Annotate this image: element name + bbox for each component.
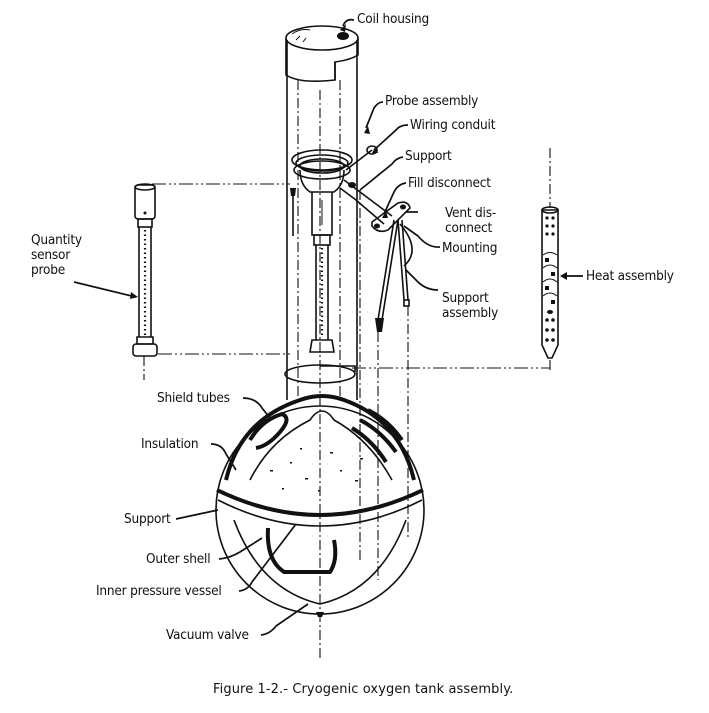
label-support-sphere: Support	[124, 511, 171, 527]
leader-arrowheads	[130, 24, 567, 299]
figure-caption: Figure 1-2.- Cryogenic oxygen tank assem…	[213, 682, 514, 697]
label-mounting: Mounting	[442, 240, 498, 256]
label-wiring-conduit: Wiring conduit	[410, 117, 496, 133]
label-insulation: Insulation	[141, 436, 199, 452]
disconnect-part	[371, 201, 413, 332]
label-outer-shell: Outer shell	[146, 551, 211, 567]
label-support-assembly: Support assembly	[442, 290, 499, 321]
label-quantity-sensor-probe: Quantity sensor probe	[31, 232, 82, 278]
label-vent-disconnect: Vent dis- connect	[445, 205, 497, 236]
probe-assembly-part	[290, 145, 393, 353]
label-coil-housing: Coil housing	[357, 11, 430, 27]
label-inner-pressure-vessel: Inner pressure vessel	[96, 583, 222, 599]
label-fill-disconnect: Fill disconnect	[408, 175, 491, 191]
label-shield-tubes: Shield tubes	[157, 390, 230, 406]
center-column	[286, 40, 358, 660]
quantity-sensor-probe-part	[132, 183, 158, 357]
label-probe-assembly: Probe assembly	[385, 93, 479, 109]
coil-housing-part	[285, 25, 359, 82]
tank-sphere	[215, 394, 425, 617]
label-heat-assembly: Heat assembly	[586, 268, 674, 284]
label-vacuum-valve: Vacuum valve	[166, 627, 249, 643]
mounting-ring	[284, 364, 356, 384]
alignment-lines	[143, 148, 551, 580]
leader-lines	[73, 18, 583, 636]
heat-assembly-part	[541, 206, 559, 359]
label-support-top: Support	[405, 148, 452, 164]
